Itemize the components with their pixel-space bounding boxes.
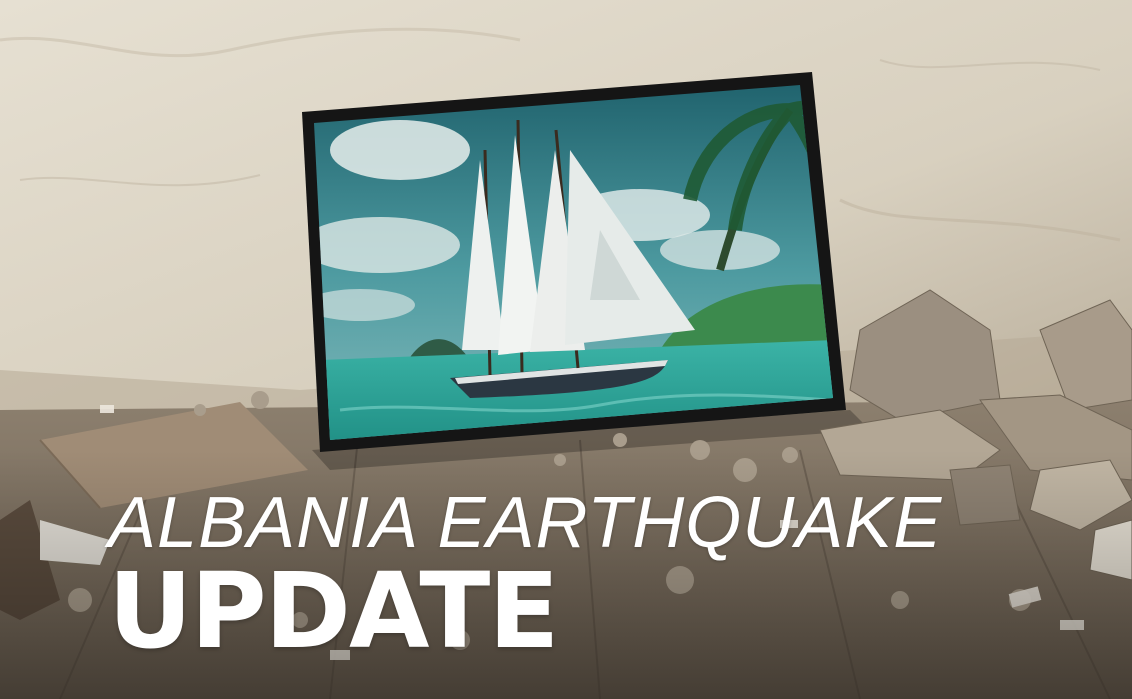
headline-line-1: ALBANIA EARTHQUAKE bbox=[108, 483, 943, 563]
headline-line-2: UPDATE bbox=[108, 550, 559, 672]
framed-sailing-ship-painting-icon bbox=[302, 72, 846, 452]
